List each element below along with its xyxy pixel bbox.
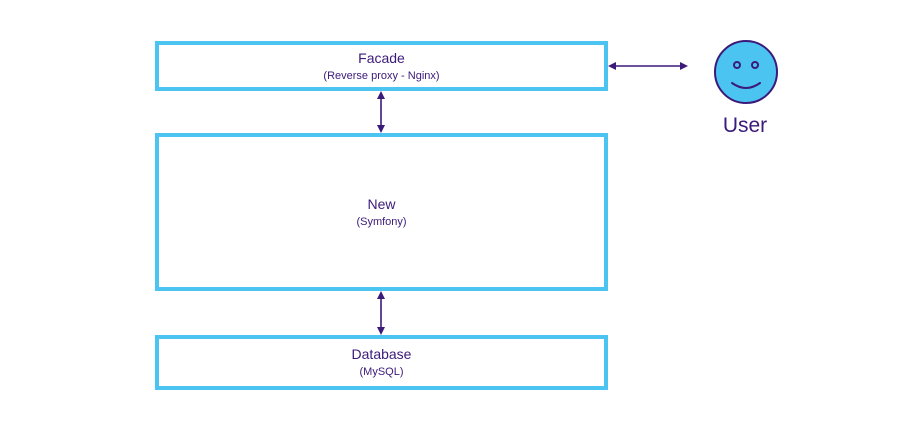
node-new-title: New xyxy=(367,195,396,212)
user-label: User xyxy=(722,114,768,137)
node-facade-title: Facade xyxy=(358,49,405,66)
node-facade-subtitle: (Reverse proxy - Nginx) xyxy=(323,69,440,82)
node-database-title: Database xyxy=(351,346,412,362)
node-database: Database (MySQL) xyxy=(155,335,608,390)
node-new: New (Symfony) xyxy=(155,133,608,291)
node-new-subtitle: (Symfony) xyxy=(356,215,407,228)
smiley-face-icon xyxy=(714,40,778,104)
node-facade: Facade (Reverse proxy - Nginx) xyxy=(155,41,608,91)
node-database-subtitle: (MySQL) xyxy=(359,366,404,378)
